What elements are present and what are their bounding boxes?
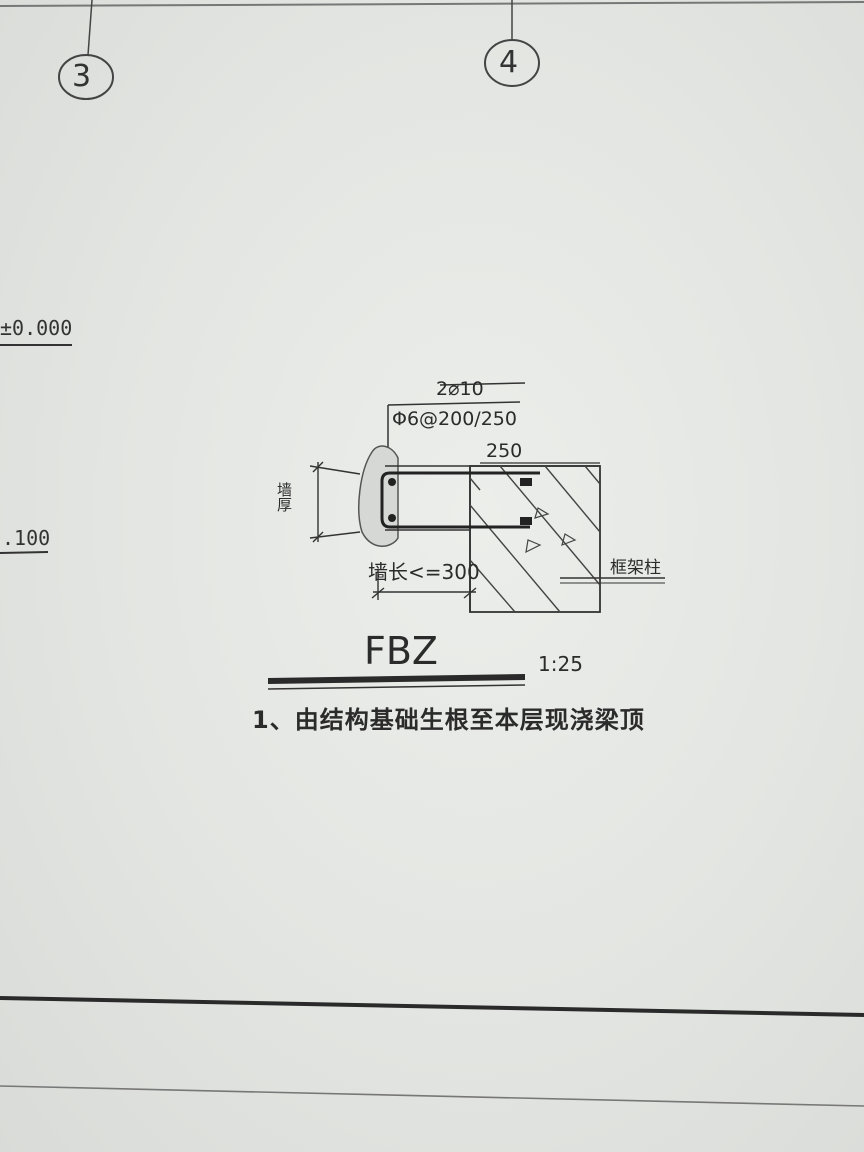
dim-wall-length xyxy=(371,570,477,600)
grid-axis-3 xyxy=(58,0,114,100)
wall-length-label: 墙长<=300 xyxy=(368,560,480,584)
frame-column xyxy=(469,465,601,613)
sheet-bottom-line xyxy=(0,1085,864,1107)
detail-title: FBZ xyxy=(364,629,438,673)
rebar-top-label: 2⌀10 xyxy=(436,378,484,400)
wall-thickness-label: 墙厚 xyxy=(275,482,293,512)
stirrup-label: Φ6@200/250 xyxy=(392,408,517,430)
stirrup-rebar xyxy=(380,471,540,529)
grid-bubble-4 xyxy=(484,39,540,87)
level-underline-lower xyxy=(0,551,49,554)
level-lower: .100 xyxy=(2,526,51,550)
grid-axis-4 xyxy=(484,0,540,87)
dim-wall-thickness xyxy=(309,461,361,543)
sheet-bottom-border xyxy=(0,996,864,1017)
frame-column-label: 框架柱 xyxy=(610,558,661,578)
dim-250-label: 250 xyxy=(486,440,523,462)
wall-end-blob xyxy=(358,445,399,547)
sheet-top-line xyxy=(0,1,864,7)
detail-note: 1、由结构基础生根至本层现浇梁顶 xyxy=(252,706,645,734)
grid-label-3: 3 xyxy=(72,59,92,94)
grid-bubble-3 xyxy=(58,54,114,100)
wall-section xyxy=(385,465,600,612)
detail-scale: 1:25 xyxy=(538,652,583,676)
longitudinal-bars xyxy=(388,478,532,525)
level-upper: ±0.000 xyxy=(0,316,73,340)
grid-label-4: 4 xyxy=(499,45,519,80)
title-underline xyxy=(267,674,526,690)
